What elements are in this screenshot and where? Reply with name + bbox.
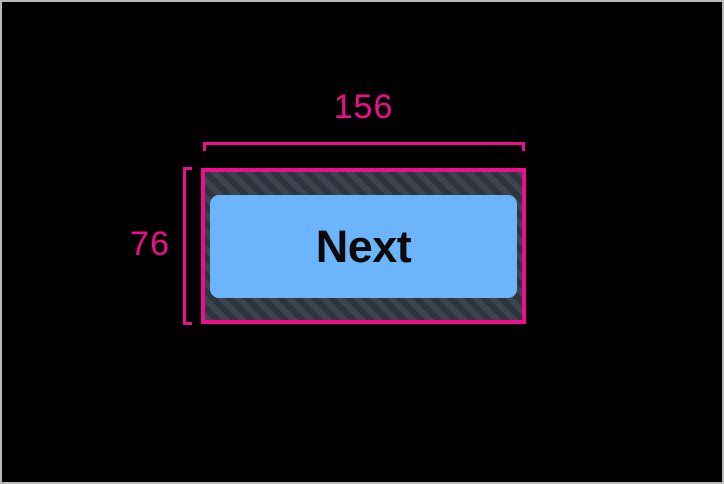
next-button[interactable]: Next xyxy=(210,195,517,298)
next-button-label: Next xyxy=(315,221,412,272)
width-dimension-bracket xyxy=(203,142,525,151)
height-dimension-bracket xyxy=(183,167,192,325)
height-dimension-label: 76 xyxy=(130,225,170,263)
width-dimension-label: 156 xyxy=(333,88,394,126)
element-bounding-box: Next xyxy=(201,168,526,324)
